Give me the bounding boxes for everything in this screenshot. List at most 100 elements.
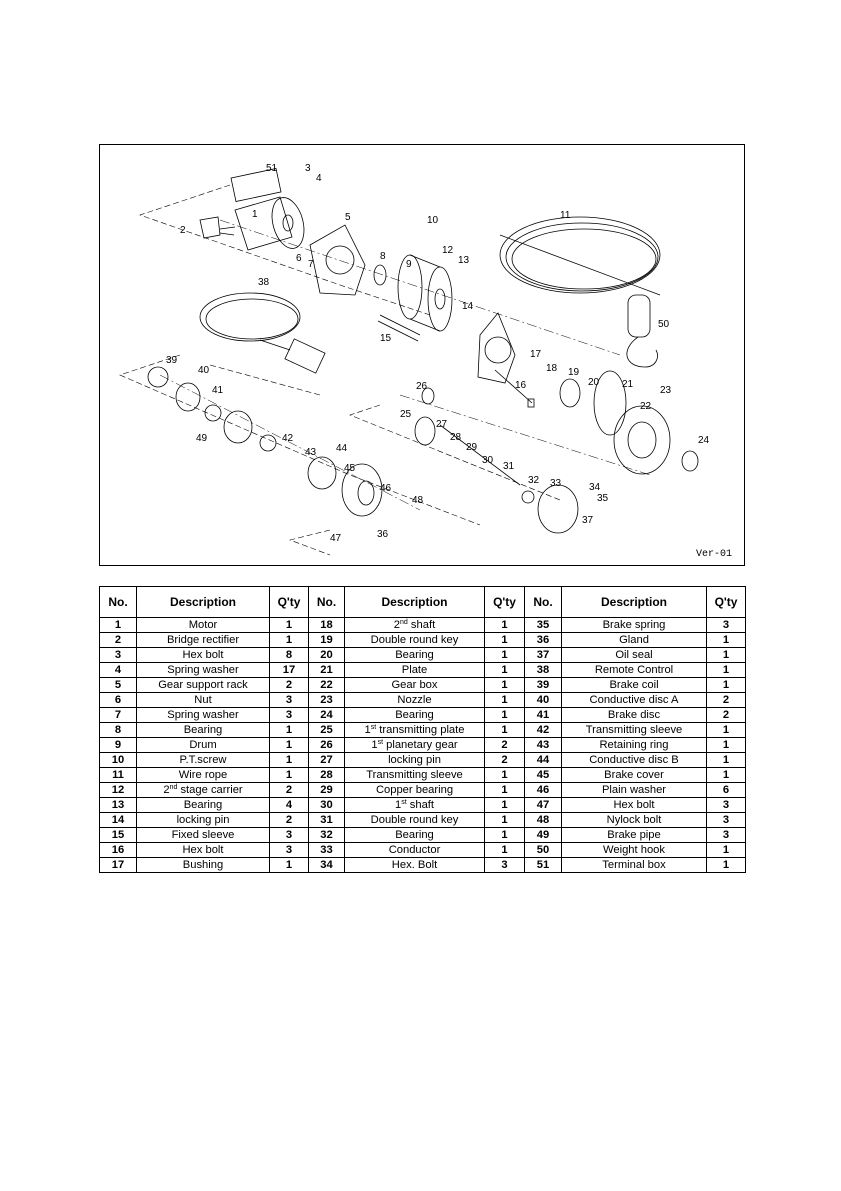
part-number: 29 [308,782,345,798]
callout-label: 22 [640,401,652,412]
callout-label: 43 [305,447,317,458]
part-quantity: 2 [484,752,525,768]
part-number: 37 [524,647,562,663]
part-description: 1st planetary gear [344,737,485,753]
part-number: 8 [99,722,137,738]
part-quantity: 3 [706,812,746,828]
callout-label: 12 [442,245,454,256]
part-description: Motor [136,617,270,633]
callout-label: 21 [622,379,634,390]
callout-label: 40 [198,365,210,376]
part-number: 40 [524,692,562,708]
part-number: 25 [308,722,345,738]
part-number: 21 [308,662,345,678]
part-description: locking pin [344,752,485,768]
part-quantity: 1 [484,677,525,693]
part-description: P.T.screw [136,752,270,768]
callout-label: 36 [377,529,389,540]
part-number: 24 [308,707,345,723]
part-description: Brake disc [561,707,707,723]
part-quantity: 1 [706,677,746,693]
part-quantity: 6 [706,782,746,798]
part-number: 48 [524,812,562,828]
callout-label: 30 [482,455,494,466]
callout-label: 19 [568,367,580,378]
motor-assembly [199,168,305,251]
part-description: Remote Control [561,662,707,678]
part-quantity: 1 [484,722,525,738]
part-description: Drum [136,737,270,753]
part-description: Spring washer [136,662,270,678]
part-number: 18 [308,617,345,633]
part-description: Bridge rectifier [136,632,270,648]
callout-label: 42 [282,433,294,444]
header-description: Description [561,586,707,618]
part-quantity: 1 [484,662,525,678]
part-number: 11 [99,767,137,783]
part-quantity: 3 [269,842,309,858]
part-number: 3 [99,647,137,663]
part-quantity: 1 [269,767,309,783]
part-description: 2nd shaft [344,617,485,633]
part-description: Gear support rack [136,677,270,693]
part-number: 33 [308,842,345,858]
part-number: 1 [99,617,137,633]
callout-label: 1 [252,209,258,220]
part-quantity: 1 [706,662,746,678]
part-description: Hex bolt [136,647,270,663]
part-quantity: 1 [269,722,309,738]
part-quantity: 2 [484,737,525,753]
callout-label: 14 [462,301,474,312]
part-number: 46 [524,782,562,798]
callout-label: 26 [416,381,428,392]
header-description: Description [344,586,485,618]
part-description: Weight hook [561,842,707,858]
wire-rope-and-hook [499,216,661,368]
planetary-stage [414,387,579,534]
part-description: Brake pipe [561,827,707,843]
part-quantity: 1 [484,842,525,858]
part-number: 7 [99,707,137,723]
part-quantity: 3 [484,857,525,873]
callout-label: 3 [305,163,311,174]
part-number: 27 [308,752,345,768]
part-quantity: 1 [484,692,525,708]
callout-label: 46 [380,483,392,494]
header-no: No. [99,586,137,618]
callout-label: 27 [436,419,448,430]
part-quantity: 1 [269,752,309,768]
part-number: 26 [308,737,345,753]
part-quantity: 17 [269,662,309,678]
part-description: Transmitting sleeve [344,767,485,783]
part-quantity: 1 [484,647,525,663]
part-description: Bearing [344,647,485,663]
callout-label: 8 [380,251,386,262]
center-lines [159,219,651,511]
callout-label: 13 [458,255,470,266]
part-quantity: 3 [269,707,309,723]
callout-label: 5 [345,212,351,223]
callout-label: 32 [528,475,540,486]
header-qty: Q'ty [269,586,309,618]
part-description: 1st transmitting plate [344,722,485,738]
part-quantity: 1 [484,827,525,843]
part-description: Brake cover [561,767,707,783]
part-quantity: 1 [484,812,525,828]
callout-label: 34 [589,482,601,493]
part-quantity: 3 [706,797,746,813]
part-number: 4 [99,662,137,678]
part-description: Bearing [136,797,270,813]
part-description: Hex. Bolt [344,857,485,873]
callout-label: 35 [597,493,609,504]
part-quantity: 1 [484,797,525,813]
